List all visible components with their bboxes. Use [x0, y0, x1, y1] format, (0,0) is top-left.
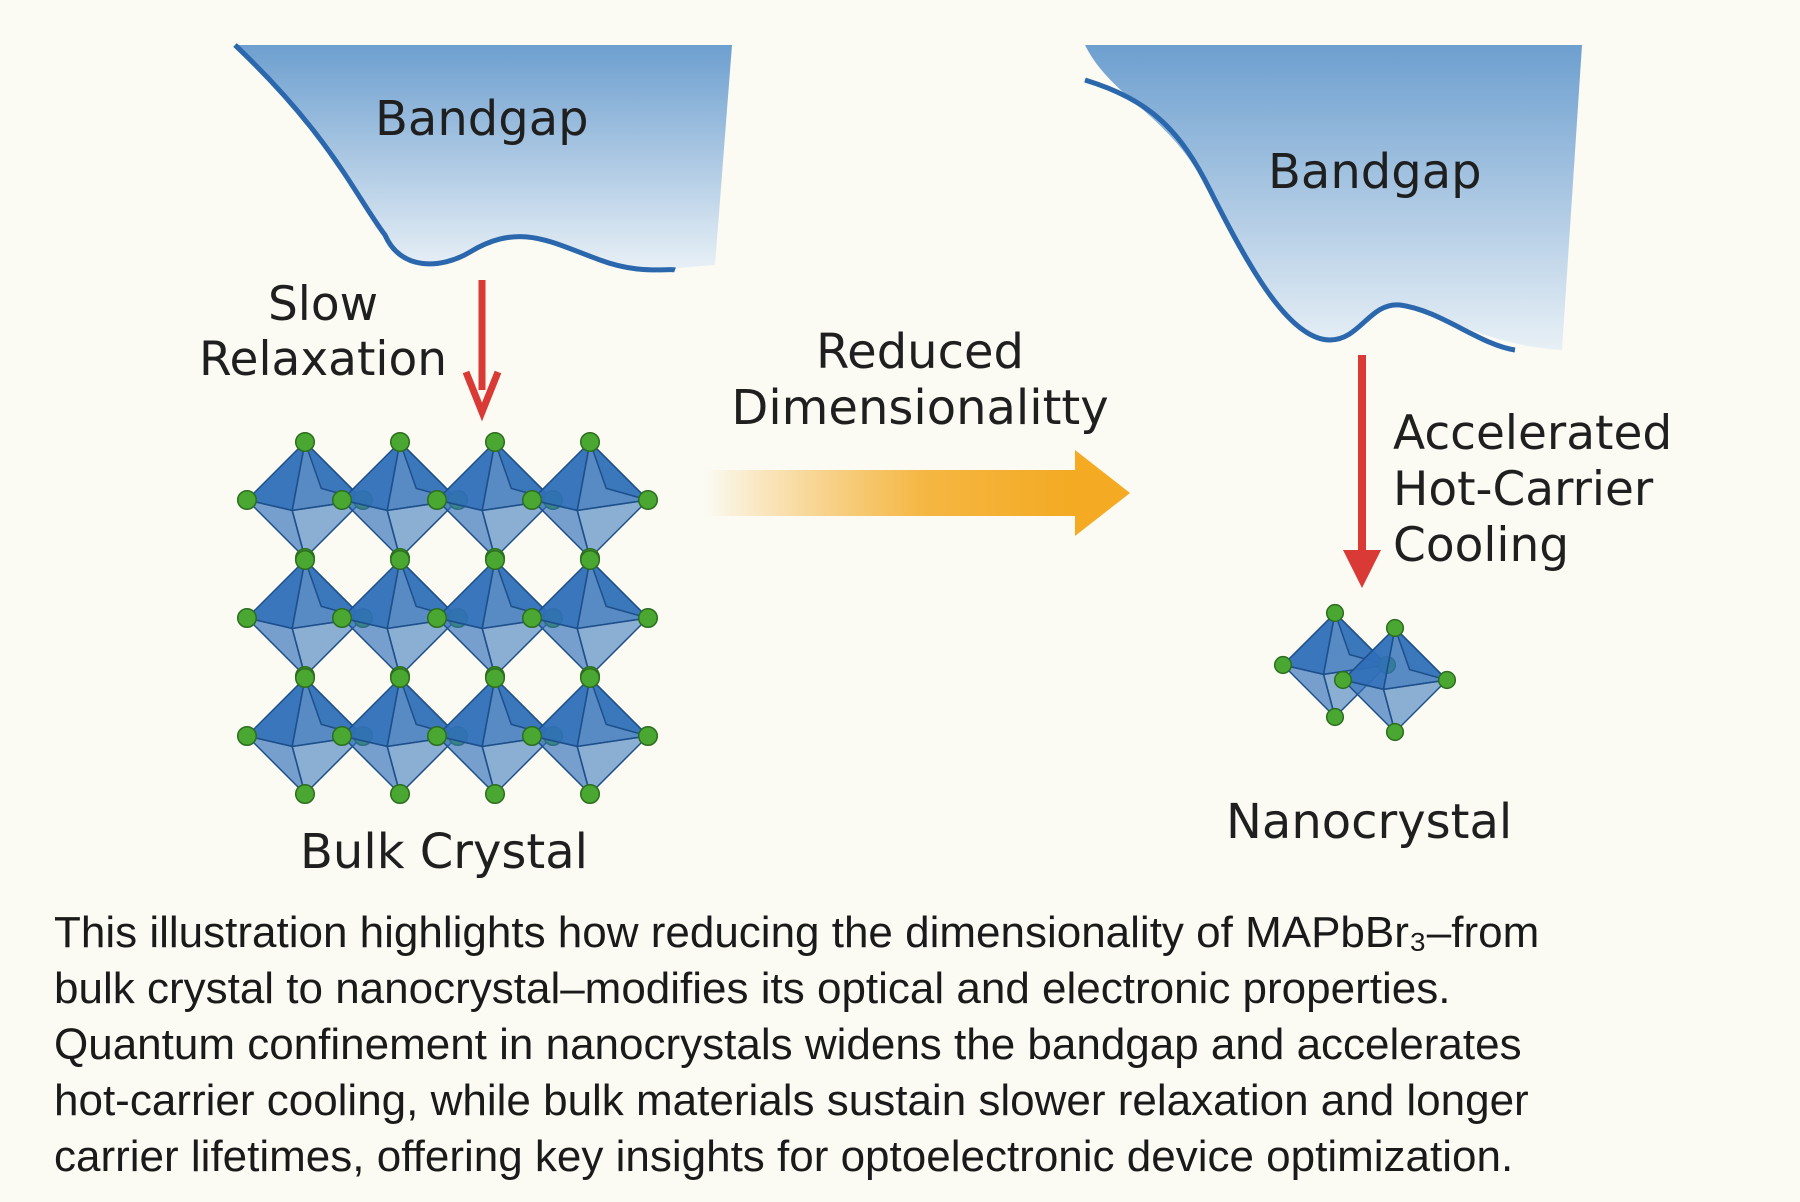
bandgap-label-right: Bandgap — [1268, 144, 1482, 200]
bandgap-well-left-curve — [233, 43, 676, 273]
bandgap-well-right-curve — [1084, 77, 1516, 353]
bulk-octahedron-11 — [426, 667, 564, 805]
slow-relaxation-arrow — [462, 280, 502, 422]
slow-relaxation-line-1: Slow — [267, 277, 379, 332]
bandgap-well-left — [235, 45, 732, 270]
accelerated-cooling-line-3: Cooling — [1393, 518, 1570, 573]
bulk-octahedron-1 — [236, 431, 374, 569]
nanocrystal-label: Nanocrystal — [1226, 794, 1513, 850]
slow-relaxation-label: Slow Relaxation — [198, 277, 448, 387]
caption-line-1: This illustration highlights how reducin… — [54, 908, 1540, 957]
slow-relaxation-line-2: Relaxation — [199, 331, 447, 387]
accelerated-cooling-arrow — [1343, 355, 1381, 588]
caption-line-3: Quantum confinement in nanocrystals wide… — [54, 1020, 1522, 1069]
accelerated-cooling-line-1: Accelerated — [1393, 406, 1673, 461]
nanocrystal-structure — [1273, 603, 1457, 742]
reduced-dimensionality-line-1: Reduced — [815, 324, 1024, 380]
bulk-octahedron-12 — [521, 667, 659, 805]
bulk-crystal-label: Bulk Crystal — [300, 824, 588, 880]
accelerated-cooling-label: Accelerated Hot-Carrier Cooling — [1393, 406, 1672, 574]
figure-canvas — [233, 43, 1582, 805]
bandgap-well-right — [1085, 45, 1582, 350]
dimensionality-transition-arrow — [705, 450, 1130, 536]
bulk-crystal-structure — [236, 431, 659, 805]
bulk-octahedron-7 — [426, 549, 564, 687]
bulk-octahedron-8 — [521, 549, 659, 687]
caption-line-4: hot-carrier cooling, while bulk material… — [54, 1076, 1529, 1125]
bulk-octahedron-4 — [521, 431, 659, 569]
caption-line-2: bulk crystal to nanocrystal–modifies its… — [54, 964, 1451, 1013]
nano-octahedron-2 — [1333, 618, 1457, 742]
accelerated-cooling-line-2: Hot-Carrier — [1393, 462, 1654, 517]
reduced-dimensionality-line-2: Dimensionalitty — [731, 379, 1109, 436]
reduced-dimensionality-label: Reduced Dimensionalitty — [720, 324, 1120, 436]
figure-caption: This illustration highlights how reducin… — [54, 905, 1774, 1185]
caption-line-5: carrier lifetimes, offering key insights… — [54, 1132, 1514, 1181]
bandgap-label-left: Bandgap — [375, 91, 589, 147]
